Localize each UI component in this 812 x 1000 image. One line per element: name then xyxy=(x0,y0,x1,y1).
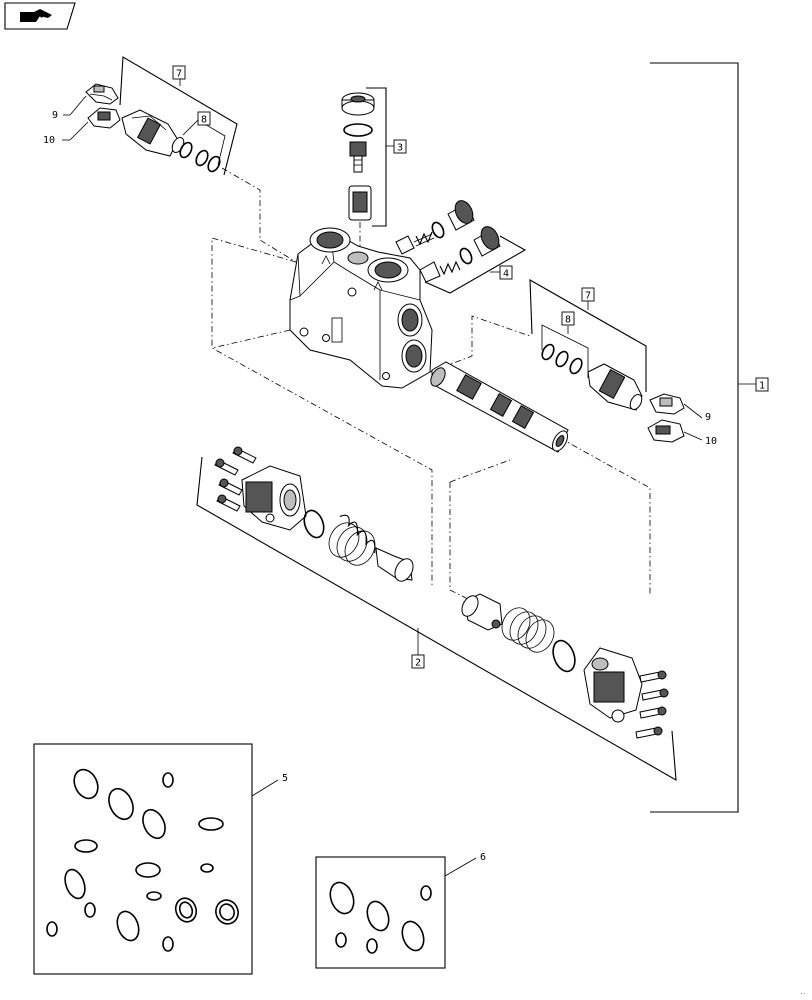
exploded-view-guides xyxy=(211,237,651,601)
callout-8-right: 8 xyxy=(565,315,571,326)
relief-valve-right: 7 8 9 10 xyxy=(529,279,717,447)
assembly-bracket-1: 1 xyxy=(650,62,769,813)
callout-7-left: 7 xyxy=(176,69,182,80)
callout-7-right: 7 xyxy=(585,291,591,302)
callout-1: 1 xyxy=(759,381,765,392)
valve-body xyxy=(289,227,433,389)
corner-mark: .. xyxy=(800,990,806,996)
hand-pointer-icon[interactable] xyxy=(4,2,76,30)
callout-6: 6 xyxy=(480,852,486,863)
callout-3: 3 xyxy=(397,143,403,154)
valve-spool xyxy=(430,361,569,453)
callout-10-right: 10 xyxy=(705,436,717,447)
bolts-right xyxy=(635,670,669,739)
check-assembly-4: 4 xyxy=(395,200,527,294)
callout-4: 4 xyxy=(503,269,509,280)
callout-9-left: 9 xyxy=(52,110,58,121)
plug-assembly-3: 3 xyxy=(341,87,407,262)
relief-valve-left: 7 8 9 10 xyxy=(43,56,297,263)
callout-9-right: 9 xyxy=(705,412,711,423)
seal-kit-6: 6 xyxy=(315,852,486,969)
callout-5: 5 xyxy=(282,773,288,784)
callout-2: 2 xyxy=(415,658,421,669)
callout-10-left: 10 xyxy=(43,135,55,146)
callout-8-left: 8 xyxy=(201,115,207,126)
spring-assembly-2: 2 xyxy=(196,446,677,781)
bolts-left xyxy=(214,446,257,512)
seal-kit-5: 5 xyxy=(33,743,288,975)
